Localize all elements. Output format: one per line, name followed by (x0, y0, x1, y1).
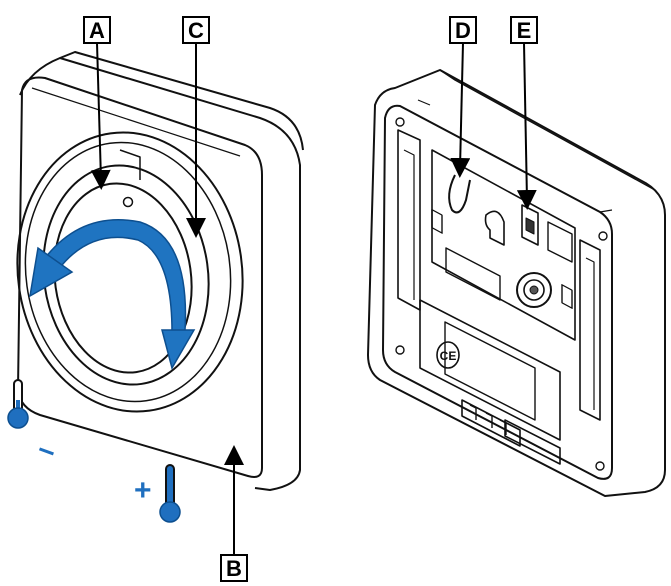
callout-a: A (83, 16, 111, 190)
screw-boss (516, 272, 552, 308)
svg-text:A: A (89, 18, 105, 43)
dial-outer-ring (16, 131, 244, 413)
callout-c: C (182, 16, 210, 238)
dial-indicator-dot (122, 196, 134, 208)
callout-d: D (449, 16, 477, 178)
svg-text:CE: CE (440, 349, 457, 363)
rotation-arrows-icon (29, 219, 196, 370)
wire-clip (448, 174, 471, 214)
minus-symbol: – (33, 432, 60, 469)
back-outer-shell (367, 69, 666, 497)
wall-mount-keyhole (484, 210, 505, 246)
thermometer-warm-icon (159, 464, 181, 523)
thermostat-front-face (17, 76, 263, 478)
callout-b: B (220, 445, 248, 582)
callout-e: E (510, 16, 538, 210)
thermostat-back (367, 69, 666, 497)
svg-text:B: B (226, 556, 242, 581)
mode-switch (521, 204, 539, 246)
plus-symbol: + (134, 474, 152, 507)
svg-text:C: C (188, 18, 204, 43)
svg-text:E: E (517, 18, 532, 43)
ce-mark: CE (436, 341, 460, 369)
svg-text:D: D (455, 18, 471, 43)
back-inner-frame (382, 104, 613, 480)
thermostat-front-side (19, 57, 301, 491)
thermometer-cold-icon (7, 379, 29, 429)
